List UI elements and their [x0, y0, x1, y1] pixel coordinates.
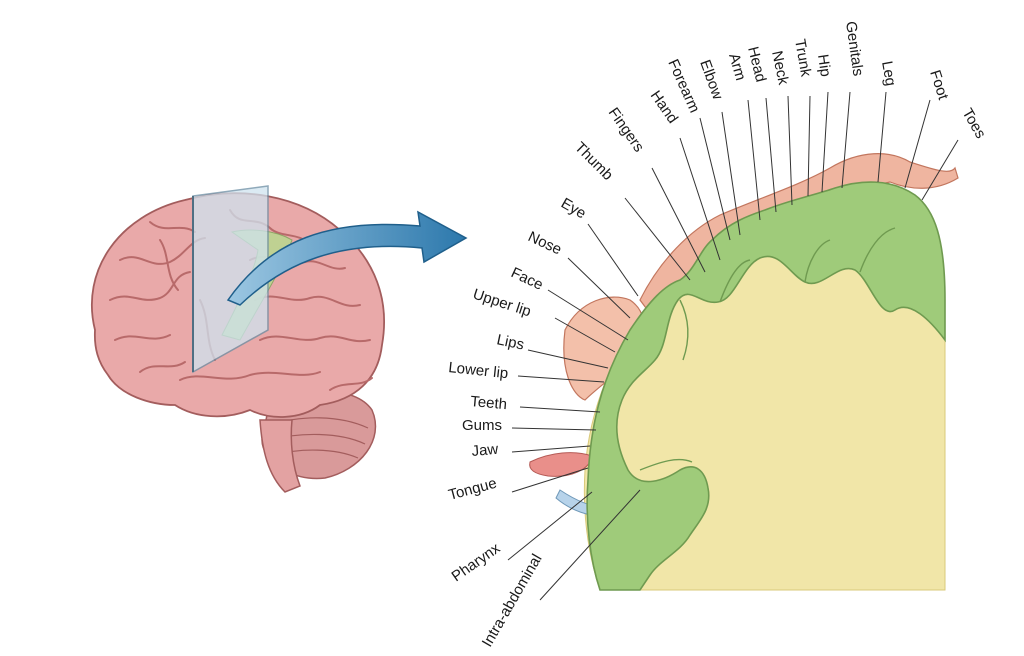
- label-leg: Leg: [878, 60, 899, 88]
- cortex-band: [586, 181, 946, 591]
- leader-line-pharynx: [507, 491, 593, 561]
- leader-line-genitals: [841, 91, 851, 189]
- label-face: Face: [508, 264, 545, 294]
- leader-line-elbow: [721, 111, 741, 236]
- label-eye: Eye: [558, 195, 589, 223]
- label-toes: Toes: [959, 106, 990, 142]
- leader-line-tongue: [511, 467, 589, 493]
- label-arm: Arm: [725, 51, 749, 82]
- label-teeth: Teeth: [470, 393, 508, 413]
- leader-line-upper-lip: [554, 317, 616, 353]
- label-elbow: Elbow: [696, 58, 726, 102]
- leader-line-lips: [527, 349, 609, 369]
- label-neck: Neck: [768, 49, 792, 86]
- homunculus-tongue: [529, 452, 593, 477]
- transition-arrow: [226, 210, 468, 306]
- label-intra-abdominal: Intra-abdominal: [479, 551, 546, 650]
- leader-line-nose: [567, 257, 631, 319]
- leader-line-face: [547, 289, 629, 341]
- leader-line-fingers: [651, 167, 706, 273]
- leader-line-intra-abdominal: [539, 489, 641, 601]
- brainstem: [259, 419, 301, 493]
- leader-line-thumb: [624, 197, 691, 281]
- leader-line-hand: [679, 137, 721, 261]
- label-jaw: Jaw: [471, 441, 499, 460]
- coronal-section: [529, 153, 959, 591]
- leader-line-gums: [511, 427, 597, 431]
- label-nose: Nose: [525, 228, 564, 258]
- leader-line-eye: [587, 223, 639, 297]
- label-hand: Hand: [647, 88, 681, 127]
- label-thumb: Thumb: [571, 139, 616, 184]
- label-lower-lip: Lower lip: [448, 359, 509, 382]
- label-genitals: Genitals: [842, 20, 866, 77]
- leader-line-arm: [747, 99, 761, 221]
- leader-line-forearm: [699, 117, 731, 241]
- label-tongue: Tongue: [447, 475, 499, 504]
- label-foot: Foot: [926, 68, 952, 103]
- label-trunk: Trunk: [791, 38, 814, 79]
- label-gums: Gums: [462, 417, 502, 434]
- label-hip: Hip: [814, 53, 834, 78]
- label-upper-lip: Upper lip: [471, 286, 533, 321]
- label-fingers: Fingers: [605, 105, 648, 156]
- leader-line-neck: [787, 95, 793, 206]
- leader-line-lower-lip: [517, 375, 605, 383]
- label-pharynx: Pharynx: [449, 540, 504, 586]
- leader-line-hip: [821, 91, 829, 193]
- leader-line-foot: [904, 99, 931, 189]
- leader-line-teeth: [519, 406, 601, 413]
- leader-line-leg: [877, 91, 887, 183]
- leader-line-jaw: [511, 445, 591, 453]
- leader-line-trunk: [807, 95, 811, 197]
- leader-line-toes: [921, 139, 959, 201]
- label-lips: Lips: [495, 331, 525, 353]
- leader-line-head: [765, 97, 777, 213]
- sulci: [639, 227, 896, 471]
